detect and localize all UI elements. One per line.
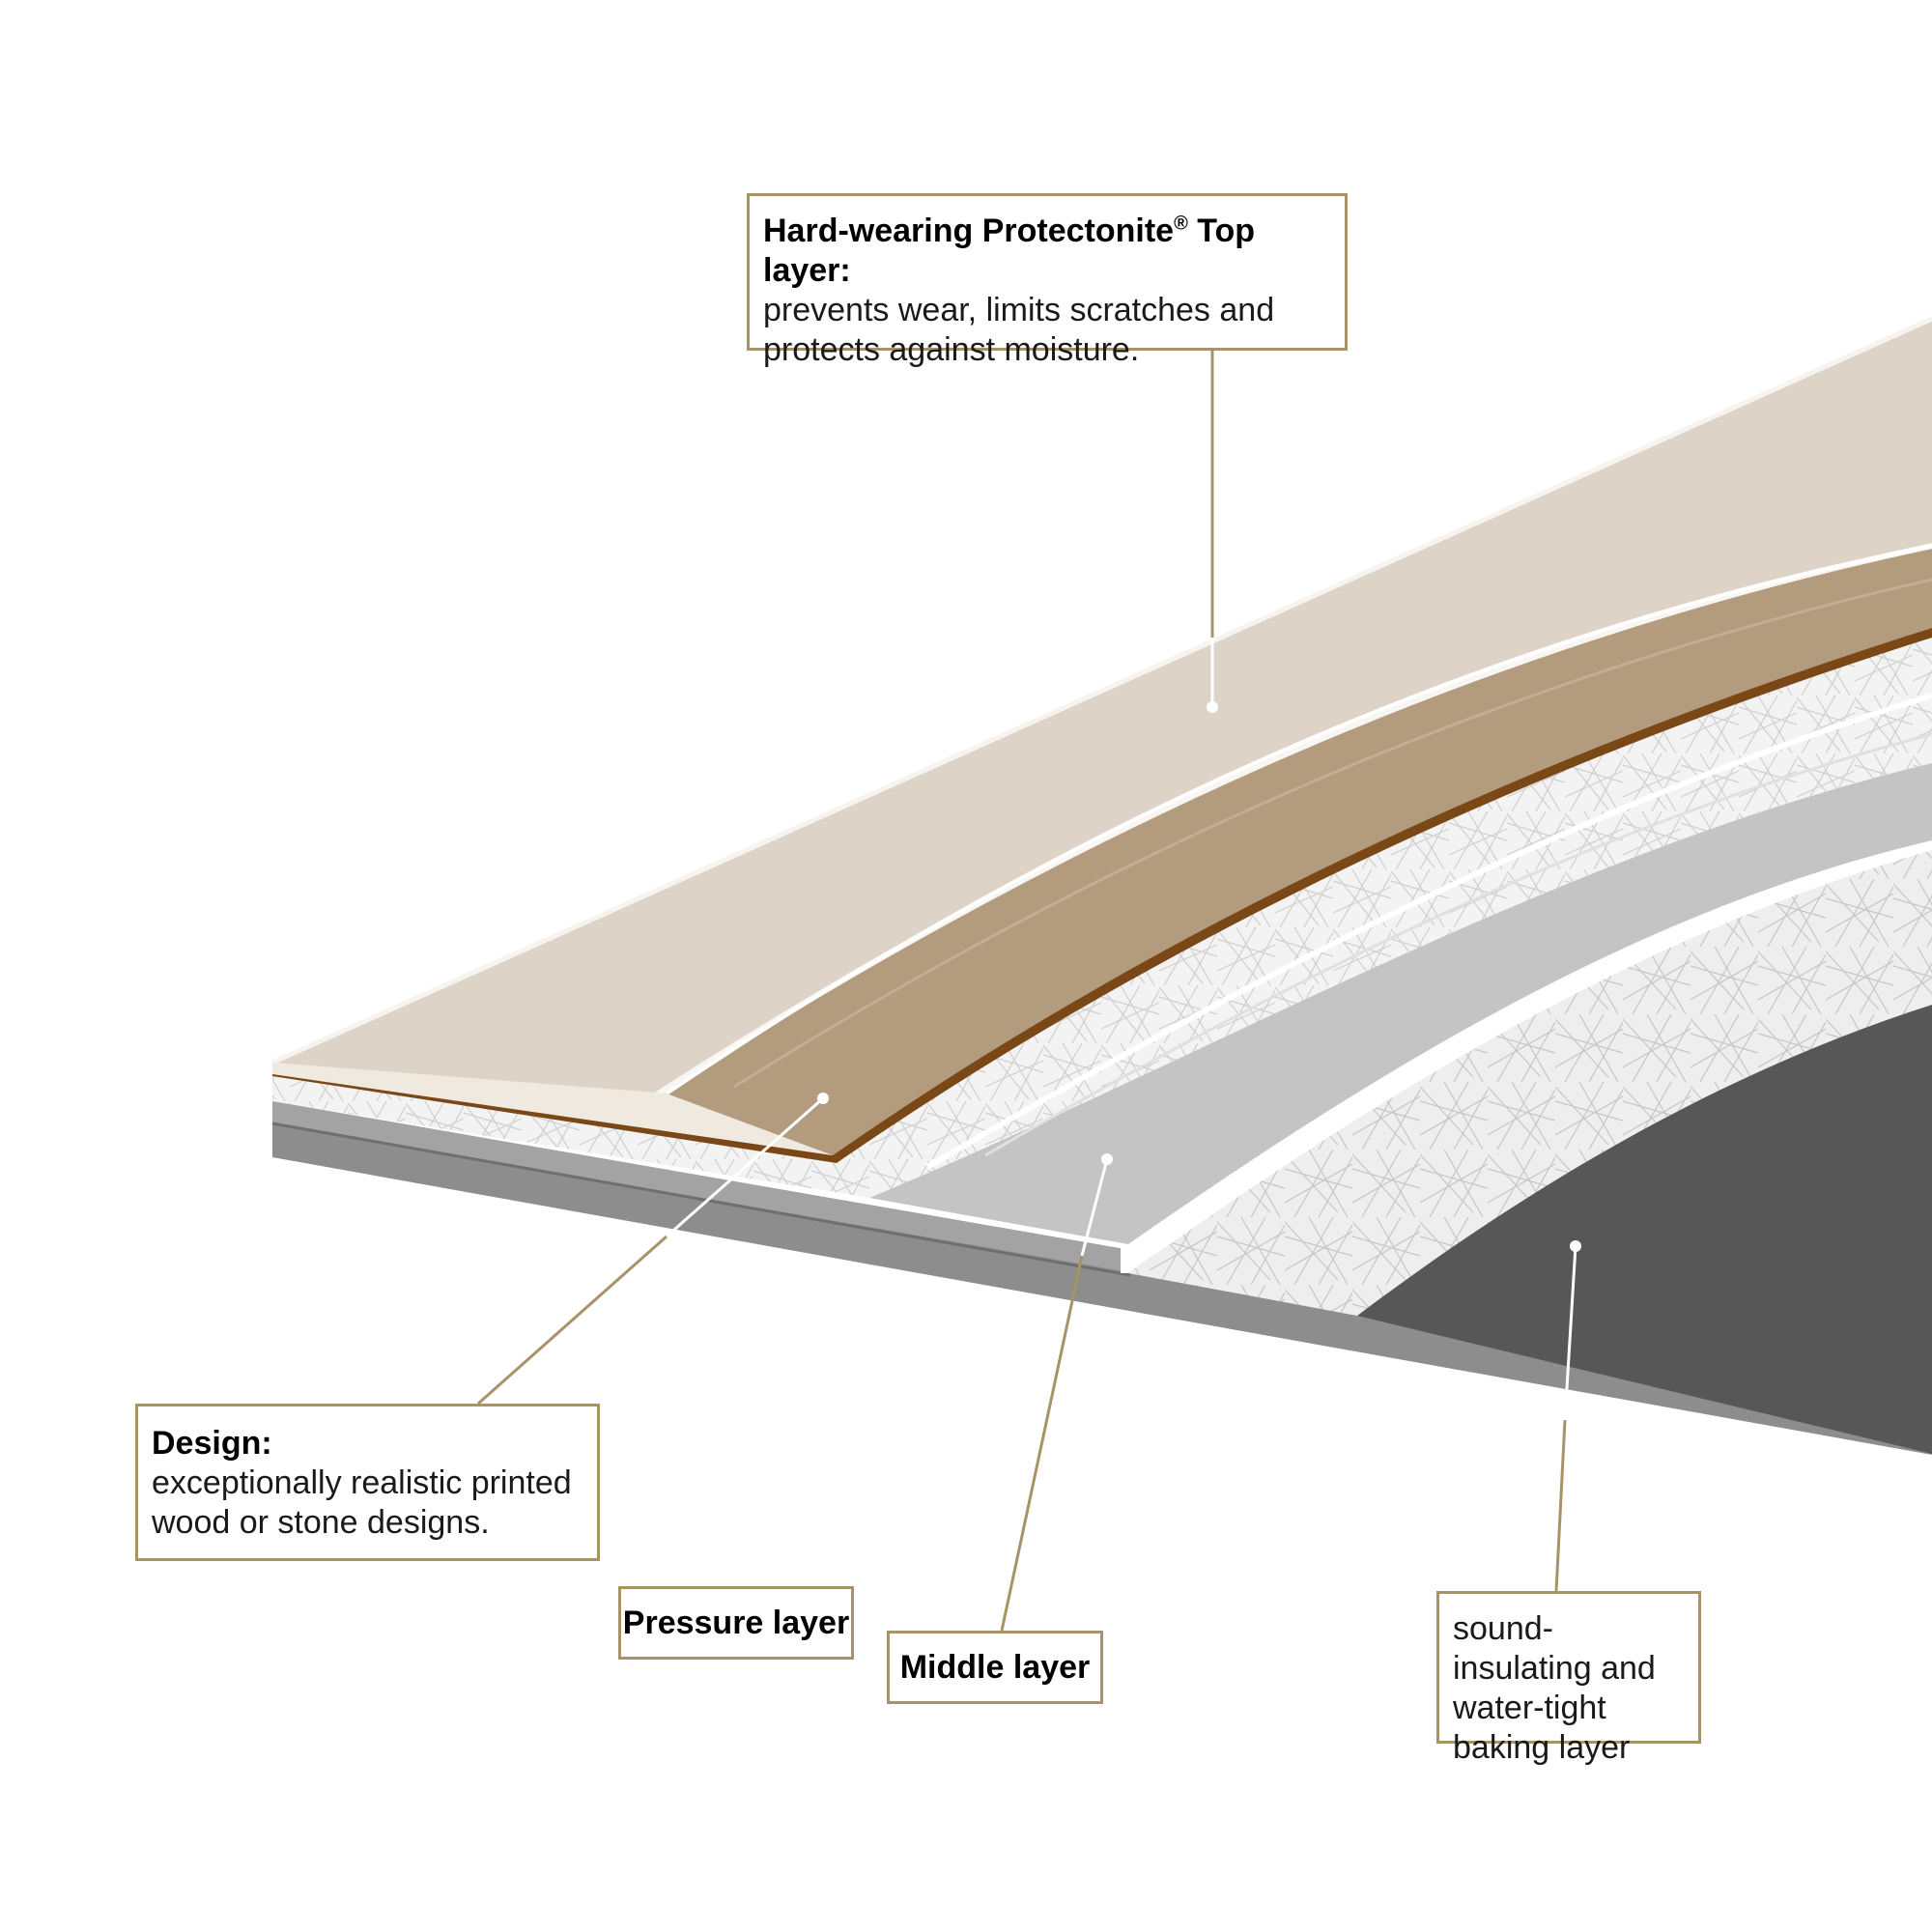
design-description: exceptionally realistic printed wood or …: [152, 1464, 572, 1541]
pressure-layer-title: Pressure layer: [622, 1604, 850, 1641]
registered-mark: ®: [1174, 213, 1188, 235]
top-layer-callout: Hard-wearing Protectonite® Top layer: pr…: [747, 193, 1348, 368]
top-layer-title-text: Hard-wearing Protectonite: [763, 213, 1175, 249]
backing-layer: [1357, 1005, 1932, 1454]
anchor-dots: [817, 701, 1581, 1252]
design-title: Design:: [152, 1425, 272, 1462]
leader-lines: [477, 351, 1577, 1632]
anchor-dot-design: [817, 1093, 829, 1104]
top-layer-title: Hard-wearing Protectonite® Top layer:: [763, 212, 1331, 291]
backing-layer-callout: sound-insulating and water-tight baking …: [1436, 1591, 1701, 1766]
anchor-dot-backing: [1570, 1240, 1581, 1252]
top-layer: [270, 316, 1932, 1155]
middle-layer: [869, 763, 1932, 1273]
leader-design: [477, 1235, 668, 1406]
top-layer-description: prevents wear, limits scratches and prot…: [763, 292, 1275, 368]
pressure-layer-highlight-2: [984, 732, 1932, 1157]
pressure-layer-callout: Pressure layer: [618, 1586, 854, 1660]
leader-middle-inner: [1080, 1158, 1109, 1257]
top-layer-title-suffix: Top layer:: [763, 213, 1256, 289]
middle-layer-title: Middle layer: [899, 1648, 1091, 1686]
design-callout: Design: exceptionally realistic printed …: [135, 1404, 600, 1561]
pressure-layer-highlight: [925, 693, 1932, 1170]
design-layer: [272, 546, 1932, 1163]
middle-layer-callout: Middle layer: [887, 1631, 1103, 1704]
lower-fiber-layer: [1128, 850, 1932, 1316]
leader-backing-inner: [1563, 1245, 1577, 1421]
anchor-dot-middle: [1101, 1153, 1113, 1165]
anchor-dot-top-layer: [1207, 701, 1218, 713]
leader-middle: [1000, 1255, 1084, 1632]
leader-backing: [1554, 1419, 1567, 1592]
backing-layer-description: sound-insulating and water-tight baking …: [1453, 1610, 1656, 1766]
leader-design-inner: [666, 1096, 824, 1238]
